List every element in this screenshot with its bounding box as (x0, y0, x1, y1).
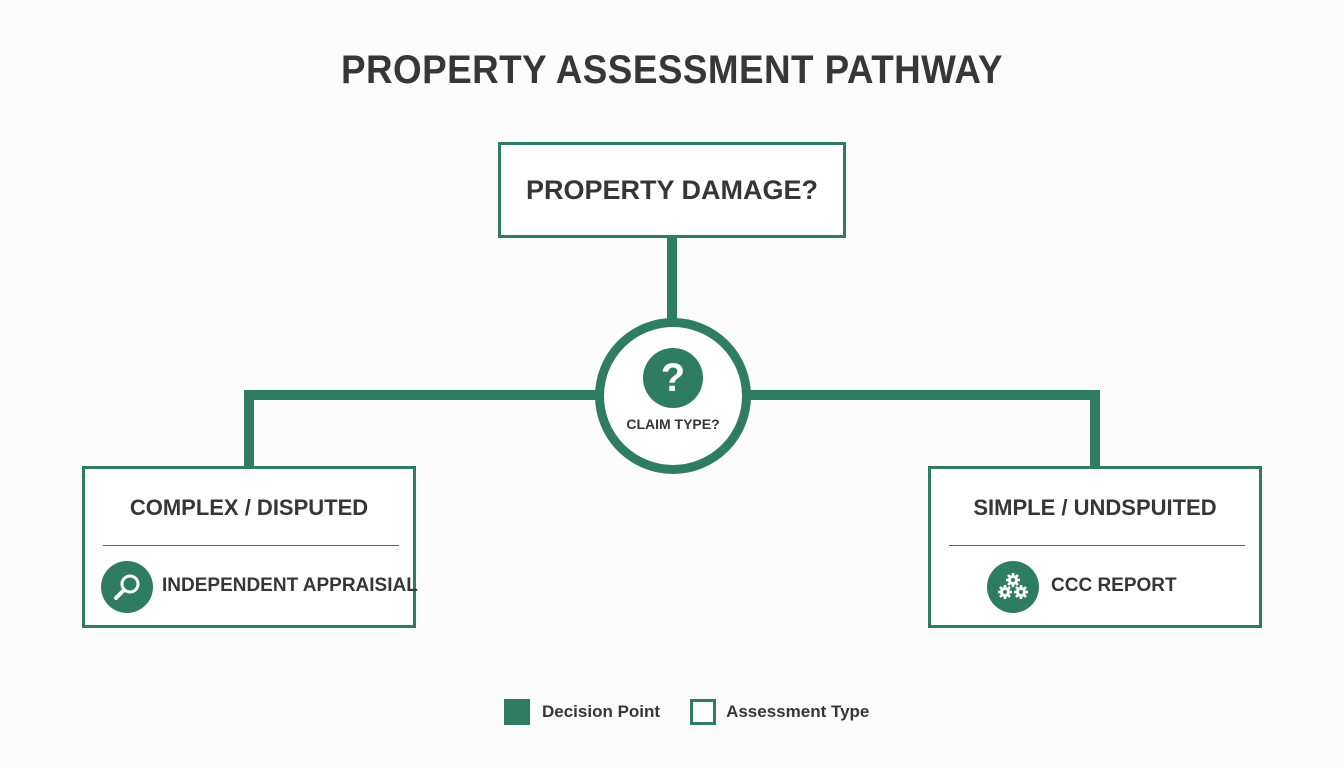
question-mark-icon: ? (643, 348, 703, 408)
connector-left-vertical (244, 390, 254, 468)
branch-complex-disputed: COMPLEX / DISPUTED INDEPENDENT APPRAISIA… (82, 466, 418, 628)
connector-left-horizontal (244, 390, 600, 400)
divider (103, 545, 399, 546)
magnifier-icon (101, 561, 153, 613)
legend: Decision Point Assessment Type (504, 699, 869, 725)
branch-title: COMPLEX / DISPUTED (129, 495, 369, 520)
branch-simple-undisputed: SIMPLE / UNDSPUITED CCC REPORT (928, 466, 1262, 628)
divider (949, 545, 1245, 546)
legend-swatch-filled (504, 699, 530, 725)
root-node: PROPERTY DAMAGE? (498, 142, 846, 238)
connector-right-horizontal (746, 390, 1100, 400)
root-node-label: PROPERTY DAMAGE? (525, 174, 819, 205)
question-glyph: ? (660, 355, 686, 400)
decision-node (595, 318, 751, 474)
legend-label: Assessment Type (726, 702, 870, 721)
legend-label: Decision Point (542, 702, 661, 721)
legend-swatch-outline (690, 699, 717, 725)
connector-right-vertical (1090, 390, 1100, 468)
gears-icon (987, 561, 1039, 613)
assessment-label: CCC REPORT (1051, 575, 1177, 596)
decision-label: CLAIM TYPE? (626, 416, 720, 432)
branch-title: SIMPLE / UNDSPUITED (973, 495, 1217, 520)
assessment-label: INDEPENDENT APPRAISIAL (162, 575, 418, 596)
diagram-title: PROPERTY ASSESSMENT PATHWAY (341, 48, 1003, 92)
connector-root-to-decision (667, 237, 677, 321)
